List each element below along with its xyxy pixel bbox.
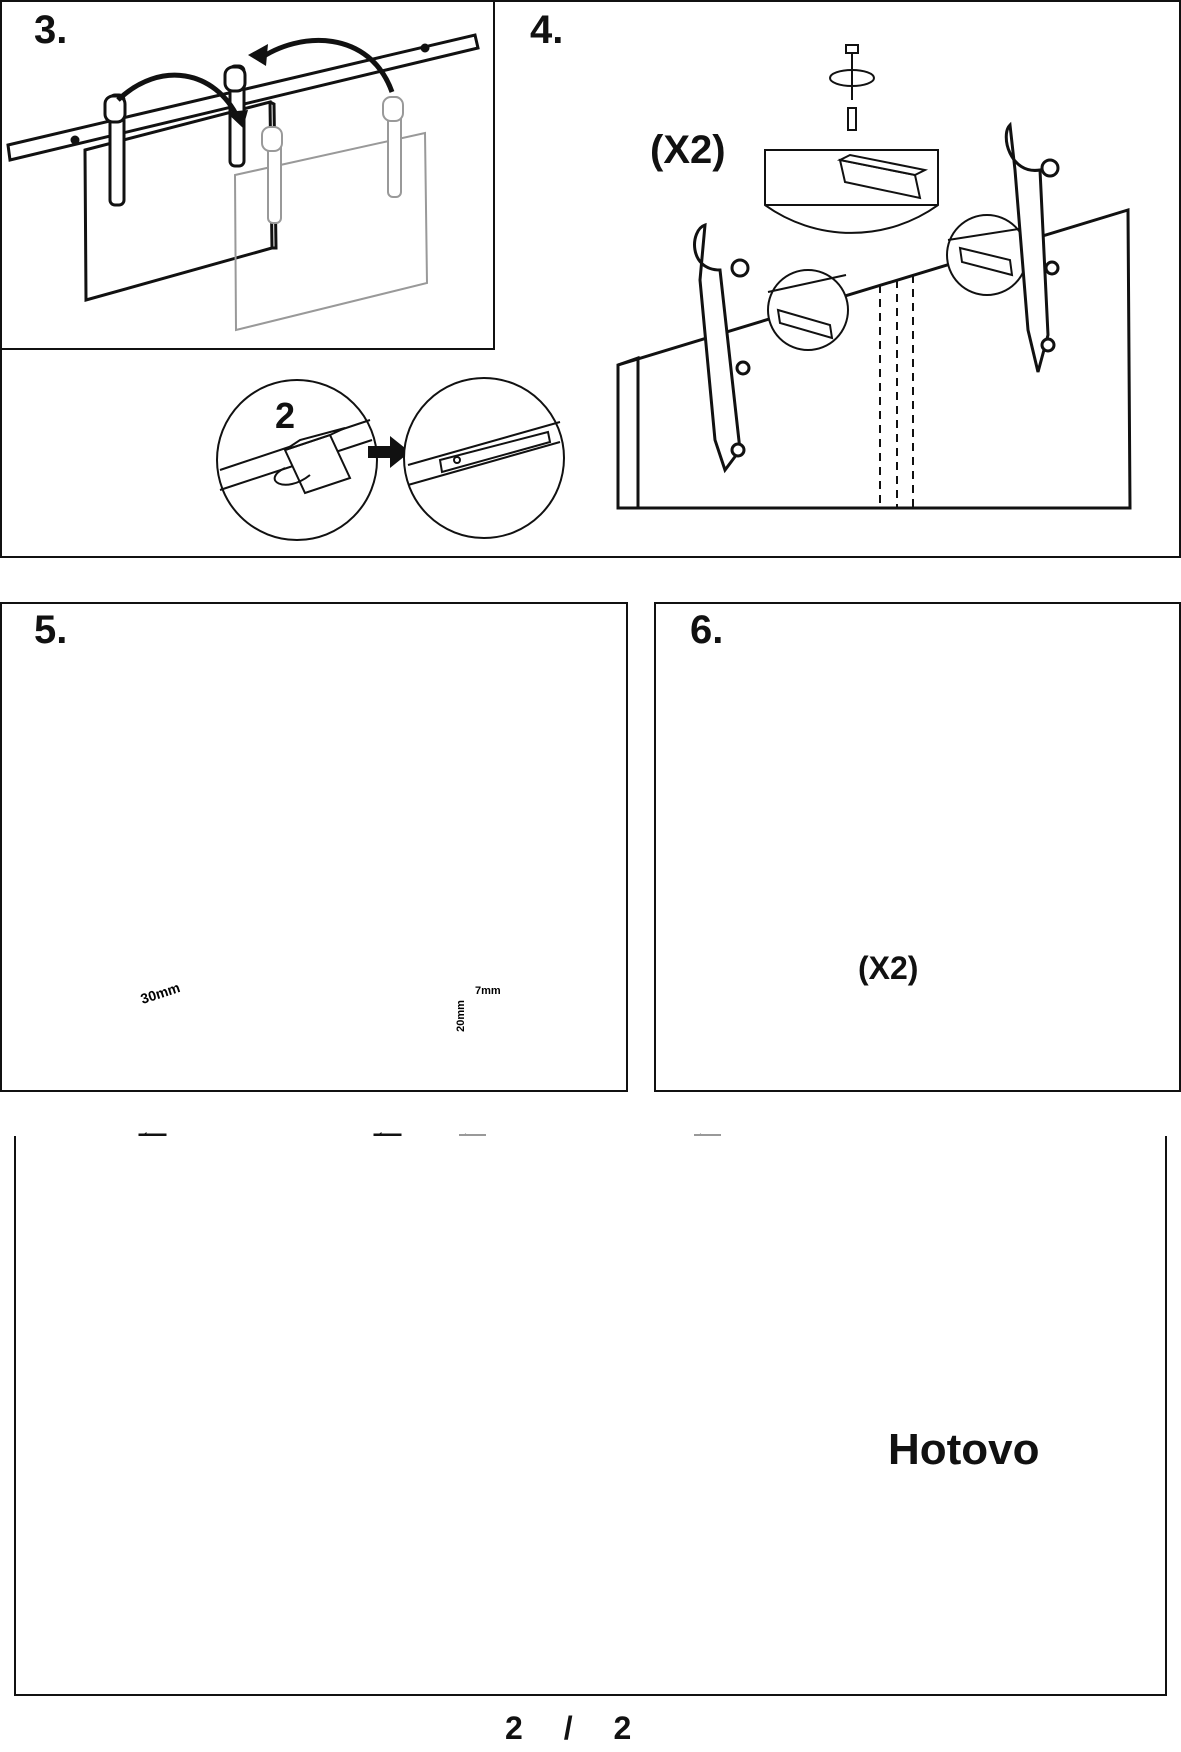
step5-number: 5.	[34, 608, 68, 652]
final-panel	[14, 1136, 1167, 1696]
step4-number: 4.	[530, 8, 564, 52]
step5-dim-depth: 20mm	[454, 1000, 467, 1032]
page-separator: /	[563, 1710, 575, 1746]
page-total: 2	[613, 1710, 634, 1746]
page-number: 2 / 2	[505, 1710, 633, 1747]
step6-multiplier: (X2)	[858, 950, 919, 986]
step6-panel	[654, 602, 1181, 1092]
step6-number: 6.	[690, 608, 724, 652]
step5-dim-gap: 7mm	[475, 985, 501, 997]
step4-multiplier: (X2)	[650, 128, 726, 172]
step3-panel	[0, 0, 495, 350]
step3-number: 3.	[34, 8, 68, 52]
final-label: Hotovo	[888, 1425, 1040, 1474]
page-current: 2	[505, 1710, 525, 1746]
step5-panel	[0, 602, 628, 1092]
